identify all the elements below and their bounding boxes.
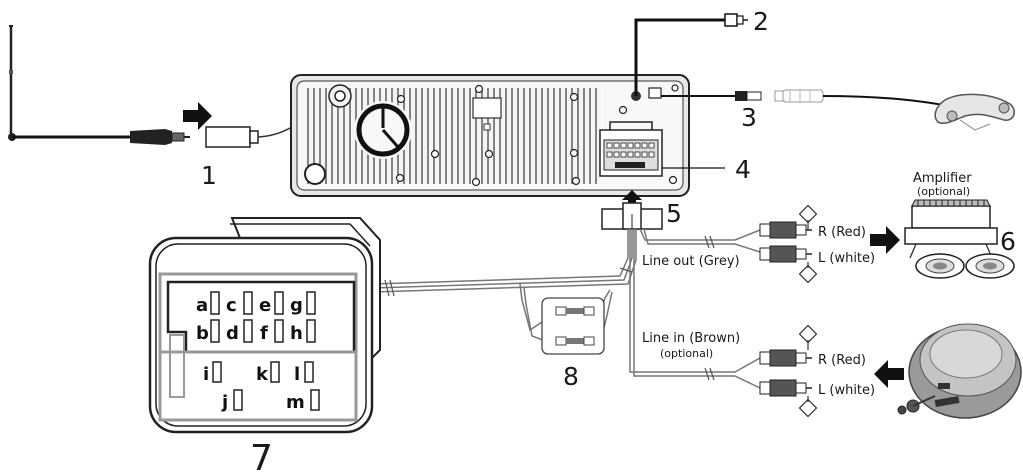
pin-label-g: g xyxy=(290,295,303,316)
callout-5: 5 xyxy=(666,199,682,228)
pin-label-a: a xyxy=(196,295,208,316)
pin-label-m: m xyxy=(286,392,305,413)
antenna-icon xyxy=(8,25,16,141)
callout-1: 1 xyxy=(201,161,217,190)
pin-label-k: k xyxy=(256,364,269,385)
amplifier-icon xyxy=(904,199,998,259)
phone-cable xyxy=(661,89,961,109)
pin-label-d: d xyxy=(226,323,239,344)
line-out-label: Line out (Grey) xyxy=(642,254,740,269)
rca-plug-icon xyxy=(759,204,818,284)
antenna-plug xyxy=(130,129,190,145)
callout-4: 4 xyxy=(735,155,751,184)
radio-unit xyxy=(290,74,690,197)
pin-label-j: j xyxy=(221,392,228,413)
pin-label-b: b xyxy=(196,323,209,344)
callout-2: 2 xyxy=(753,7,769,36)
iso-connector-icon xyxy=(148,217,381,434)
out-right-label: R (Red) xyxy=(818,225,866,240)
accessory-lead xyxy=(634,13,748,96)
arrow-right-icon xyxy=(183,102,212,130)
arrow-left-icon xyxy=(874,360,904,388)
out-left-label: L (white) xyxy=(818,251,875,266)
amplifier-title: Amplifier xyxy=(913,171,972,186)
rca-adapter xyxy=(541,297,605,355)
in-right-label: R (Red) xyxy=(818,353,866,368)
arrow-up-icon xyxy=(622,190,642,207)
pin-label-c: c xyxy=(226,295,237,316)
in-left-label: L (white) xyxy=(818,383,875,398)
line-in-label: Line in (Brown) xyxy=(642,331,740,346)
line-in-optional: (optional) xyxy=(660,347,713,360)
pin-label-l: l xyxy=(294,364,300,385)
line-connector xyxy=(601,202,663,230)
arrow-right-icon xyxy=(870,226,900,254)
pin-label-h: h xyxy=(290,323,303,344)
callout-3: 3 xyxy=(741,103,757,132)
telephone-handset-icon xyxy=(934,93,1015,131)
callout-7: 7 xyxy=(250,438,273,476)
speaker-icon xyxy=(915,253,965,279)
rca-plug-icon xyxy=(759,324,818,418)
amplifier-optional: (optional) xyxy=(917,185,970,198)
pin-label-f: f xyxy=(260,323,268,344)
cd-player-icon xyxy=(897,323,1022,419)
callout-6: 6 xyxy=(1000,227,1016,256)
pin-label-e: e xyxy=(259,295,271,316)
speaker-icon xyxy=(965,253,1015,279)
callout-8: 8 xyxy=(563,362,579,391)
pin-label-i: i xyxy=(203,364,209,385)
